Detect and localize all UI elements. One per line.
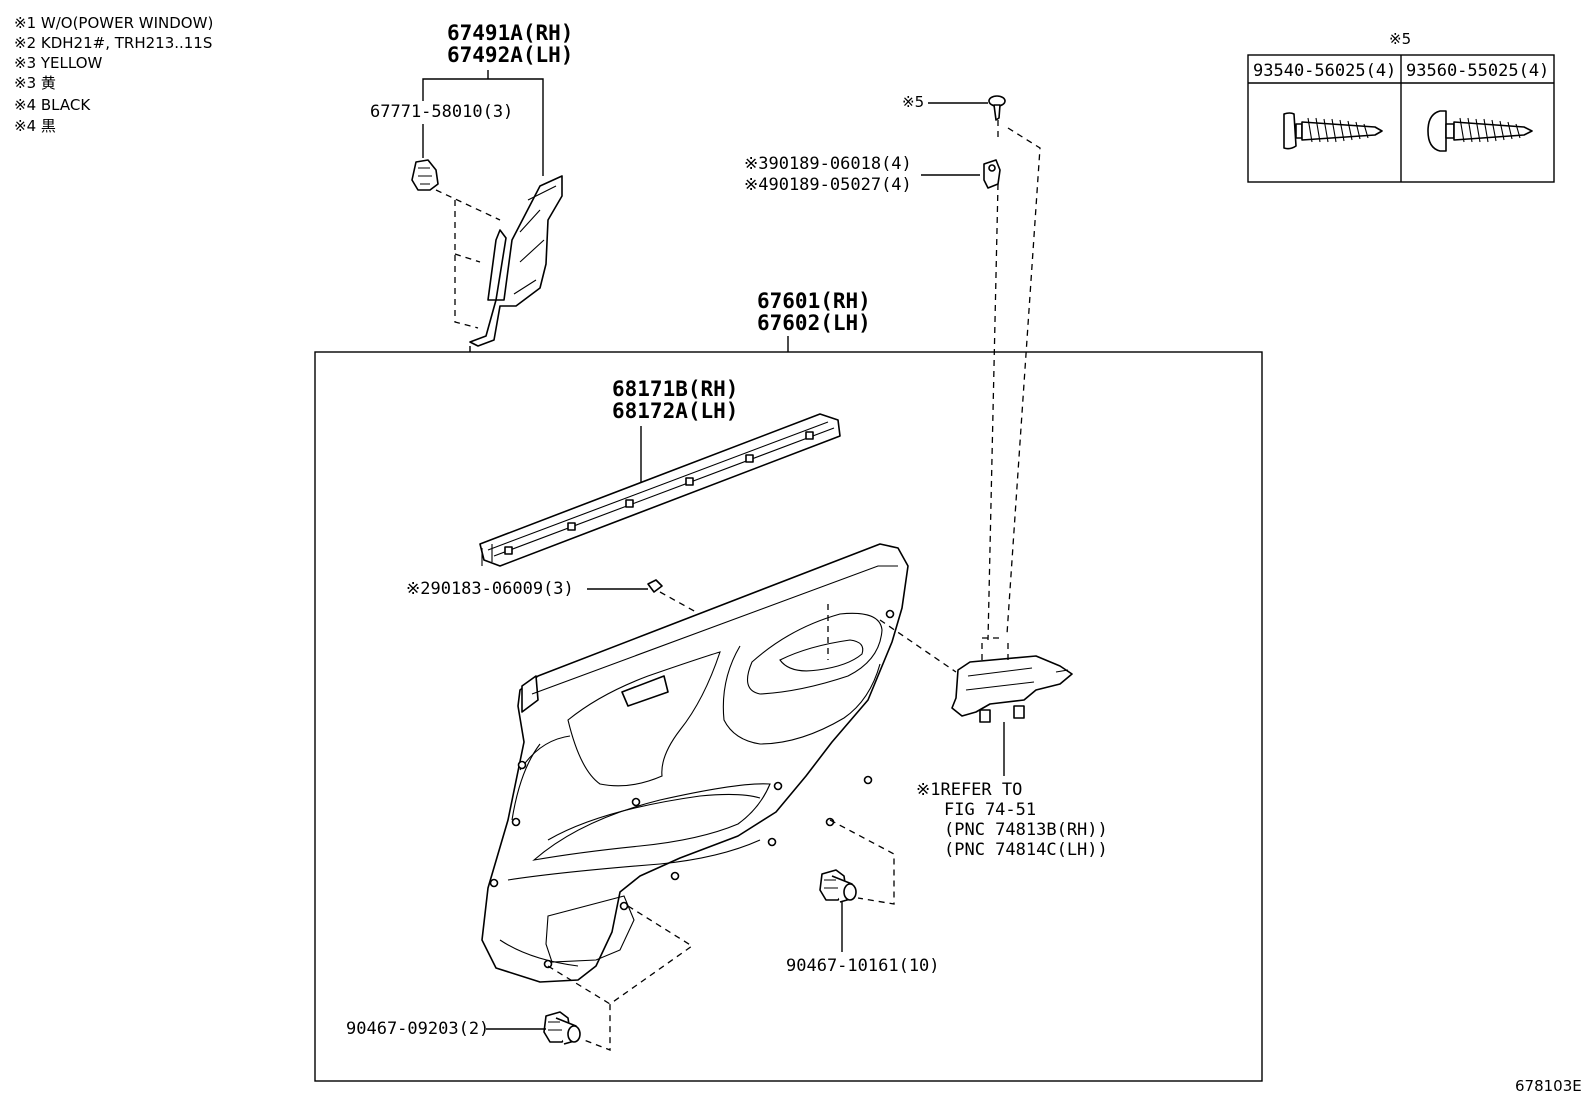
weatherstrip-icon bbox=[479, 413, 841, 567]
note-6: ※4 黒 bbox=[14, 117, 56, 135]
trim-clip-lower-group: 90467-09203(2) bbox=[346, 905, 694, 1051]
screw-table-header: ※5 bbox=[1389, 30, 1411, 48]
figure-number: 678103E bbox=[1515, 1077, 1582, 1095]
inside-handle-group: ※1REFER TO FIG 74-51 (PNC 74813B(RH)) (P… bbox=[827, 604, 1108, 860]
note-5: ※4 BLACK bbox=[14, 96, 91, 114]
tapping-screw-icon bbox=[1427, 110, 1533, 152]
trim-lh-label: 67602(LH) bbox=[757, 311, 871, 335]
screw-nut-group: ※5 ※390189-06018(4) ※490189-05027(4) bbox=[744, 93, 1041, 641]
refer-line-2: FIG 74-51 bbox=[944, 800, 1036, 820]
inside-handle-icon bbox=[951, 655, 1073, 723]
note-2: ※2 KDH21#, TRH213..11S bbox=[14, 34, 212, 52]
retainer-group: ※290183-06009(3) bbox=[406, 579, 697, 613]
nut-black-label: ※490189-05027(4) bbox=[744, 175, 912, 195]
armrest-lh-label: 67492A(LH) bbox=[447, 43, 573, 67]
door-trim-panel-icon bbox=[481, 543, 909, 983]
refer-line-4: (PNC 74814C(LH)) bbox=[944, 840, 1108, 860]
armrest-group: 67491A(RH) 67492A(LH) 67771-58010(3) bbox=[370, 21, 573, 347]
nut-yellow-label: ※390189-06018(4) bbox=[744, 154, 912, 174]
note-3: ※3 YELLOW bbox=[14, 54, 103, 72]
clip-lower-label: 90467-09203(2) bbox=[346, 1019, 489, 1039]
note-4: ※3 黄 bbox=[14, 74, 56, 92]
clip-holes bbox=[489, 609, 895, 969]
refer-line-1: ※1REFER TO bbox=[916, 780, 1022, 800]
armrest-icon bbox=[469, 175, 563, 347]
armrest-clip-icon bbox=[411, 159, 439, 191]
trim-rh-label: 67601(RH) bbox=[757, 289, 871, 313]
refer-line-3: (PNC 74813B(RH)) bbox=[944, 820, 1108, 840]
screw-table-col2: 93560-55025(4) bbox=[1406, 61, 1549, 81]
weatherstrip-rh-label: 68171B(RH) bbox=[612, 377, 738, 401]
weatherstrip-group: 68171B(RH) 68172A(LH) bbox=[479, 377, 841, 567]
trim-clip-icon bbox=[543, 1011, 581, 1045]
clip-main-label: 90467-10161(10) bbox=[786, 956, 940, 976]
screw-ref-label: ※5 bbox=[902, 93, 924, 111]
weatherstrip-lh-label: 68172A(LH) bbox=[612, 399, 738, 423]
retainer-label: ※290183-06009(3) bbox=[406, 579, 574, 599]
screw-table: ※5 93540-56025(4) 93560-55025(4) bbox=[1247, 30, 1555, 183]
clip-armrest-label: 67771-58010(3) bbox=[370, 102, 513, 122]
note-1: ※1 W/O(POWER WINDOW) bbox=[14, 14, 213, 32]
trim-clip-icon bbox=[819, 869, 857, 903]
screw-table-col1: 93540-56025(4) bbox=[1253, 61, 1396, 81]
retainer-icon bbox=[647, 579, 663, 593]
nut-icon bbox=[983, 159, 1001, 189]
screw-icon bbox=[988, 95, 1006, 121]
tapping-screw-icon bbox=[1283, 112, 1383, 150]
notes-legend: ※1 W/O(POWER WINDOW) ※2 KDH21#, TRH213..… bbox=[14, 14, 213, 135]
armrest-rh-label: 67491A(RH) bbox=[447, 21, 573, 45]
trim-clip-main-group: 90467-10161(10) bbox=[786, 819, 940, 976]
